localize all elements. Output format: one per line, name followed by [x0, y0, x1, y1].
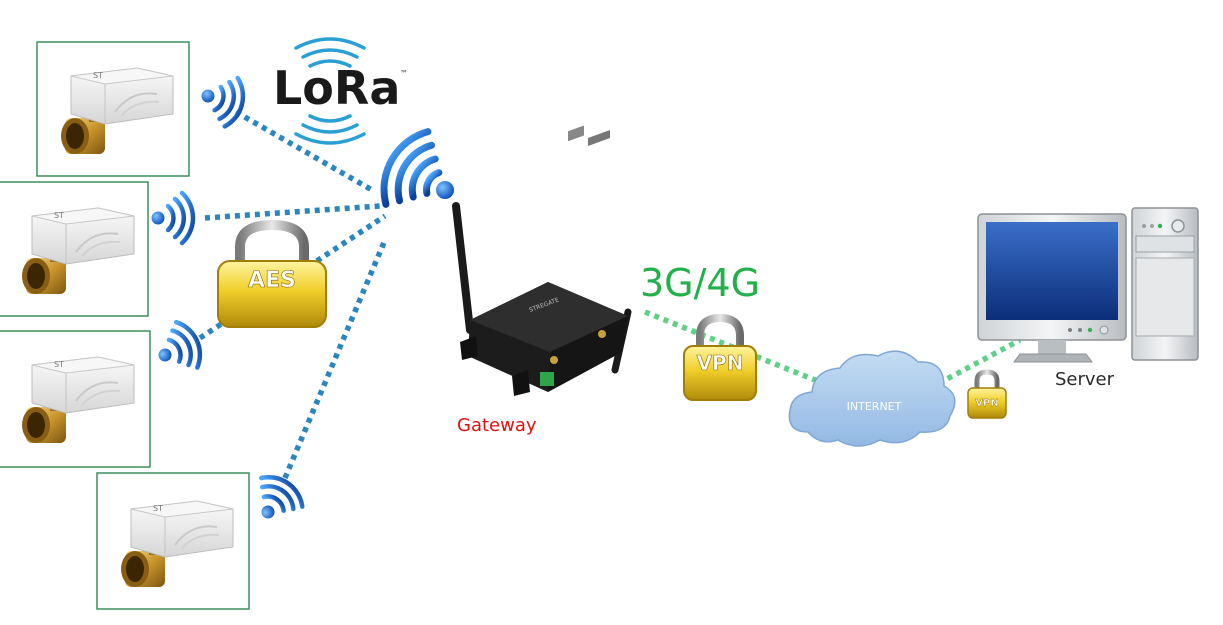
aes-label: AES	[248, 268, 296, 293]
sensor-node-1	[36, 41, 190, 177]
wifi-signal-icon	[149, 318, 208, 381]
sensor-node-3	[0, 330, 151, 468]
server-vpn-label: VPN	[975, 398, 998, 409]
wifi-signal-icon	[152, 193, 193, 243]
server-link	[928, 337, 1022, 391]
cellular-label: 3G/4G	[640, 261, 760, 305]
wifi-signal-icon	[195, 70, 248, 129]
cloud-label: INTERNET	[847, 400, 902, 413]
gateway-label: Gateway	[457, 415, 537, 436]
lora-link-4	[282, 238, 388, 480]
lora-link-1	[234, 109, 374, 193]
lora-logo-text: LoRa	[273, 61, 400, 115]
server-label: Server	[1055, 369, 1115, 390]
wifi-signal-icon	[244, 469, 309, 532]
lora-link-2	[204, 203, 381, 221]
server-computer-icon	[977, 207, 1199, 363]
vpn-label: VPN	[697, 351, 744, 375]
sensor-node-2	[0, 181, 149, 317]
server-vpn-padlock-icon: VPN	[967, 369, 1007, 419]
sensor-node-4	[96, 472, 250, 610]
gateway-wifi-icon	[380, 128, 454, 208]
trademark-symbol: ™	[400, 69, 408, 78]
vpn-padlock-icon: VPN	[683, 313, 757, 401]
aes-padlock-icon: AES	[217, 219, 327, 328]
gateway-router-icon: STREGATE	[452, 125, 632, 396]
internet-cloud-icon: INTERNET	[788, 350, 956, 447]
lora-logo: LoRa ™	[273, 37, 408, 145]
